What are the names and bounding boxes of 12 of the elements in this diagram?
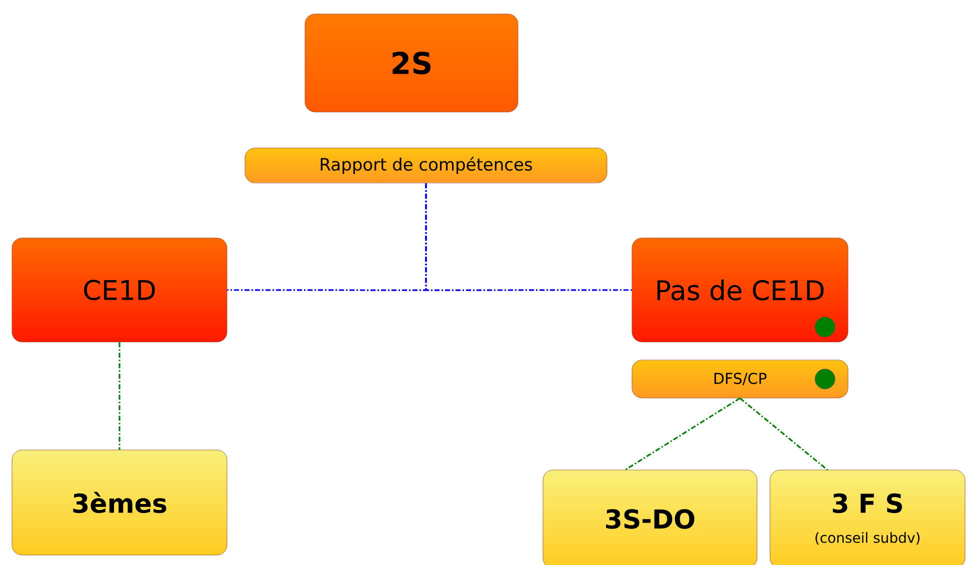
connector-line — [624, 398, 740, 471]
process-box: DFS/CP — [632, 360, 848, 398]
connector-line — [740, 398, 828, 471]
process-box: 2S — [304, 14, 518, 112]
process-box: 3S-DO — [542, 470, 758, 565]
connector-line — [118, 342, 120, 450]
process-box: CE1D — [12, 238, 228, 342]
connector-line — [425, 183, 632, 291]
process-box: 3 F S (conseil subdv) — [770, 470, 966, 565]
process-box: Pas de CE1D — [632, 238, 848, 342]
process-box: Rapport de compétences — [244, 148, 608, 184]
process-box: 3èmes — [12, 450, 228, 556]
